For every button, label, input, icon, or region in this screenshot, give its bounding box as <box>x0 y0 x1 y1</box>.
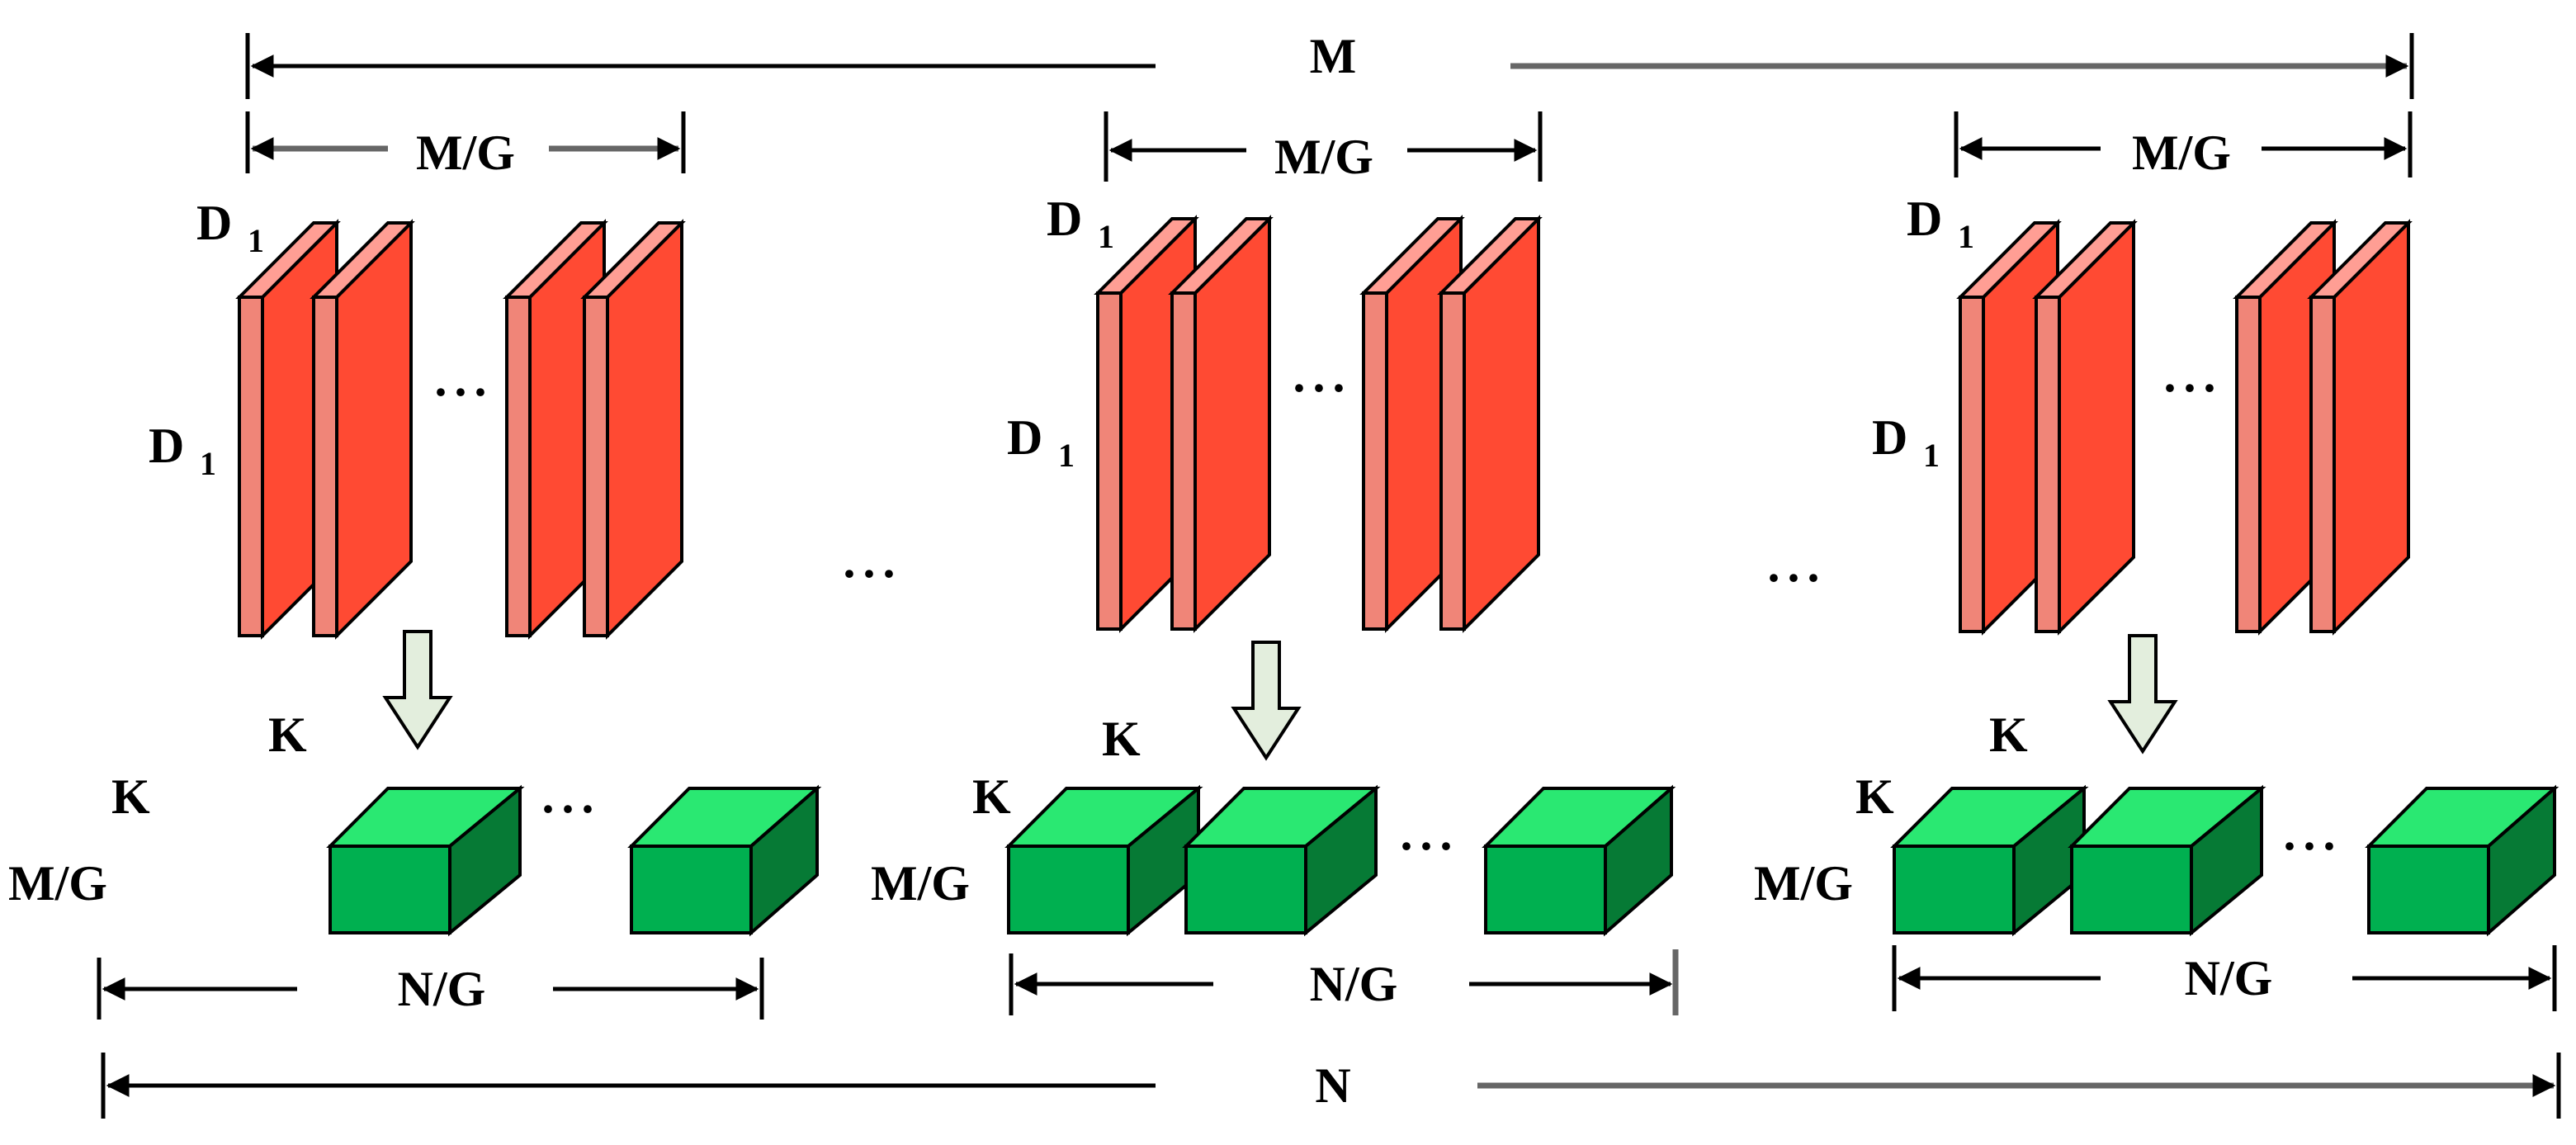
feature-slab <box>310 219 415 640</box>
mg-depth-label: M/G <box>871 856 970 911</box>
svg-text:1: 1 <box>1923 437 1940 474</box>
n-total-label: N <box>1315 1058 1350 1113</box>
group-2: M/G D 1 D 1 ··· <box>871 111 1679 1015</box>
m-total-label: M <box>1310 29 1357 83</box>
group-ellipsis: ··· <box>1765 551 1825 605</box>
kernel-cubes: ··· <box>1890 784 2559 937</box>
m-total-dimension: M <box>245 29 2414 99</box>
kernel-ellipsis: ··· <box>2281 819 2341 873</box>
feature-slab <box>1437 215 1543 633</box>
m-group-dimension: M/G <box>1104 111 1543 184</box>
d1-width-label: D 1 <box>1907 192 1974 255</box>
svg-text:1: 1 <box>1098 218 1114 255</box>
down-arrow-icon <box>382 630 453 750</box>
svg-text:1: 1 <box>248 222 264 259</box>
down-arrow-icon <box>1231 641 1302 761</box>
group-1: M/G D 1 D 1 ··· <box>8 111 822 1020</box>
n-group-label: N/G <box>398 962 486 1016</box>
mg-depth-label: M/G <box>8 856 107 911</box>
m-group-label: M/G <box>1274 130 1373 184</box>
group-3: M/G D 1 D 1 ··· <box>1754 111 2559 1011</box>
k-label: K <box>268 707 307 762</box>
kernel-cube <box>2365 784 2559 937</box>
svg-text:D: D <box>1047 192 1082 246</box>
kernel-cube <box>1004 784 1203 937</box>
kernel-ellipsis: ··· <box>1398 819 1458 873</box>
feature-slab <box>2307 219 2413 636</box>
m-group-label: M/G <box>2132 125 2231 180</box>
svg-text:D: D <box>1872 410 1907 465</box>
mg-depth-label: M/G <box>1754 856 1853 911</box>
d1-width-label: D 1 <box>196 196 264 259</box>
svg-text:D: D <box>1007 410 1042 465</box>
feature-slab <box>580 219 686 640</box>
k-label: K <box>1855 769 1894 824</box>
k-label: K <box>972 769 1011 824</box>
n-group-label: N/G <box>2185 951 2273 1005</box>
kernel-cube <box>627 784 822 937</box>
slab-ellipsis: ··· <box>432 365 492 419</box>
n-group-dimension: N/G <box>97 958 764 1020</box>
input-feature-slabs: ··· <box>235 219 686 640</box>
m-group-label: M/G <box>416 125 515 180</box>
kernel-cube <box>2068 784 2266 937</box>
svg-text:1: 1 <box>1958 218 1974 255</box>
d1-width-label: D 1 <box>1047 192 1114 255</box>
kernel-cube <box>1182 784 1381 937</box>
feature-slab <box>1168 215 1274 633</box>
feature-slab <box>2032 219 2138 636</box>
d1-height-label: D 1 <box>1007 410 1075 474</box>
kernel-cubes: ··· <box>326 782 822 937</box>
kernel-cube <box>326 784 525 937</box>
n-group-dimension: N/G <box>1009 949 1679 1015</box>
kernel-cubes: ··· <box>1004 784 1676 937</box>
d1-height-label: D 1 <box>149 419 216 482</box>
kernel-cube <box>1482 784 1676 937</box>
slab-ellipsis: ··· <box>1291 361 1350 415</box>
k-label: K <box>1102 712 1141 766</box>
k-label: K <box>111 769 150 824</box>
input-feature-slabs: ··· <box>1094 215 1543 633</box>
svg-text:1: 1 <box>200 445 216 482</box>
m-group-dimension: M/G <box>245 111 686 180</box>
group-ellipsis: ··· <box>841 546 900 601</box>
m-group-dimension: M/G <box>1954 111 2413 180</box>
kernel-cube <box>1890 784 2089 937</box>
kernel-ellipsis: ··· <box>540 782 599 836</box>
svg-text:1: 1 <box>1058 437 1075 474</box>
slab-ellipsis: ··· <box>2162 361 2221 415</box>
n-group-label: N/G <box>1310 957 1398 1011</box>
svg-text:D: D <box>149 419 184 473</box>
d1-height-label: D 1 <box>1872 410 1940 474</box>
n-total-dimension: N <box>101 1053 2561 1119</box>
down-arrow-icon <box>2107 634 2178 755</box>
input-feature-slabs: ··· <box>1956 219 2413 636</box>
svg-text:D: D <box>1907 192 1942 246</box>
k-label: K <box>1989 707 2028 762</box>
n-group-dimension: N/G <box>1892 945 2557 1011</box>
svg-text:D: D <box>196 196 232 250</box>
